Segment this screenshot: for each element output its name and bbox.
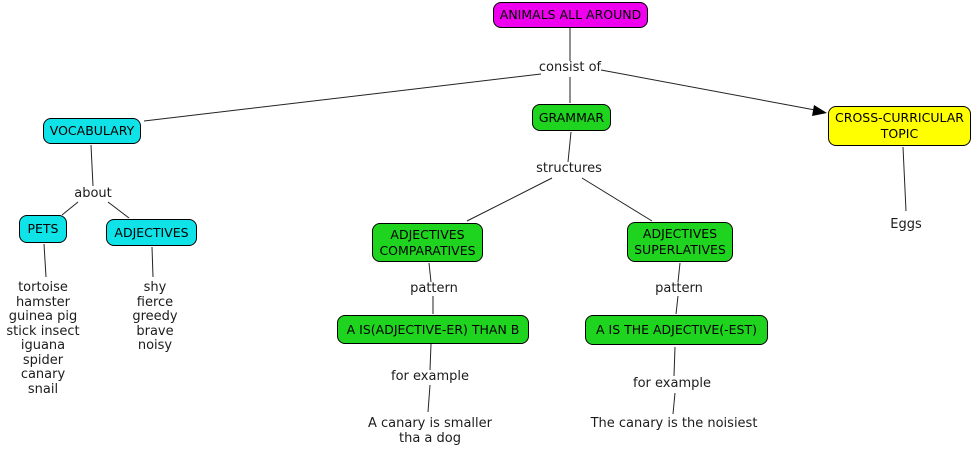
- edge-structures-comparatives: [466, 177, 553, 222]
- edge-adjectives-list: [151, 246, 154, 278]
- link-label-consist-of[interactable]: consist of: [538, 60, 602, 75]
- edge-forexample-example-left: [427, 384, 431, 413]
- leaf-superlative-example[interactable]: The canary is the noisiest: [590, 416, 758, 431]
- edge-forexample-example-right: [672, 392, 676, 415]
- arrowhead-icon: [812, 105, 827, 116]
- edge-structures-superlatives: [581, 177, 653, 222]
- edge-about-pets: [61, 201, 79, 216]
- edge-pattern-est-box: [675, 295, 679, 315]
- link-label-pattern-left[interactable]: pattern: [410, 281, 458, 296]
- node-vocabulary[interactable]: VOCABULARY: [43, 118, 141, 144]
- node-grammar[interactable]: GRAMMAR: [532, 104, 611, 131]
- leaf-pets-list[interactable]: tortoise hamster guinea pig stick insect…: [6, 280, 80, 397]
- link-label-for-example-right[interactable]: for example: [633, 376, 711, 391]
- edge-comparatives-pattern: [428, 262, 432, 283]
- edge-pets-list: [43, 243, 47, 278]
- edge-consistof-cross: [600, 69, 816, 111]
- edge-grammar-structures: [567, 131, 572, 163]
- node-pattern-superlative[interactable]: A IS THE ADJECTIVE(-EST): [585, 315, 768, 345]
- edge-superlatives-pattern: [677, 262, 681, 283]
- leaf-cross-example-eggs[interactable]: Eggs: [890, 217, 922, 232]
- node-adjectives-superlatives[interactable]: ADJECTIVES SUPERLATIVES: [627, 222, 733, 262]
- leaf-adjective-list[interactable]: shy fierce greedy brave noisy: [132, 280, 178, 354]
- node-pets[interactable]: PETS: [19, 215, 67, 243]
- edge-erbox-forexample: [429, 343, 432, 371]
- link-label-about[interactable]: about: [74, 186, 112, 201]
- edge-vocabulary-about: [90, 144, 94, 187]
- node-adjectives[interactable]: ADJECTIVES: [106, 219, 197, 246]
- node-cross-curricular-topic[interactable]: CROSS-CURRICULAR TOPIC: [828, 106, 971, 146]
- edge-about-adjectives: [107, 201, 130, 219]
- link-label-for-example-left[interactable]: for example: [391, 369, 469, 384]
- node-adjectives-comparatives[interactable]: ADJECTIVES COMPARATIVES: [372, 223, 483, 262]
- link-label-structures[interactable]: structures: [536, 161, 602, 176]
- edge-consistof-vocabulary: [143, 73, 542, 122]
- edge-estbox-forexample: [673, 346, 676, 377]
- link-label-pattern-right[interactable]: pattern: [655, 281, 703, 296]
- node-pattern-comparative[interactable]: A IS(ADJECTIVE-ER) THAN B: [337, 315, 529, 344]
- edge-cross-eggs: [902, 146, 907, 212]
- node-animals-all-around[interactable]: ANIMALS ALL AROUND: [493, 2, 648, 28]
- leaf-comparative-example[interactable]: A canary is smaller tha a dog: [367, 416, 493, 446]
